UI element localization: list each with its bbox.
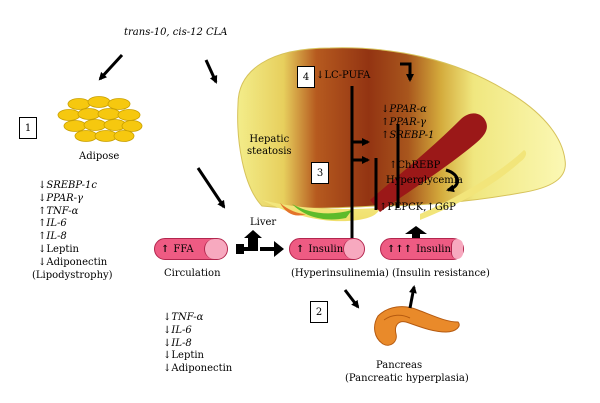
chrebp-label: ↑ChREBP [389, 160, 441, 171]
adipose-effect: ↑TNF-α [38, 205, 79, 217]
adipose-effect: ↓Adiponectin [38, 256, 108, 268]
liver-internal-arrows [350, 62, 414, 238]
adipose-effects: ↓SREBP-1c ↓PPAR-γ ↑TNF-α ↑IL-6 ↑IL-8 ↓Le… [32, 180, 113, 282]
ppar-effect: ↑PPAR-γ [381, 117, 427, 128]
ffa-pill: ↑ FFA [154, 238, 228, 260]
gallbladder-shape [292, 204, 352, 220]
insulin-resistance-label: (Insulin resistance) [392, 268, 490, 279]
ppar-effect: ↑SREBP-1 [381, 130, 435, 141]
ffa-arrow: ↑ [161, 243, 170, 255]
circulation-label: Circulation [164, 268, 221, 279]
box-4: 4 [297, 66, 315, 88]
pancreatic-hyperplasia-label: (Pancreatic hyperplasia) [345, 373, 469, 384]
adipose-effect: ↑IL-8 [38, 231, 67, 243]
circulation-effects: ↓TNF-α ↓IL-6 ↓IL-8 ↓Leptin ↓Adiponectin [163, 312, 232, 376]
box-3: 3 [311, 162, 329, 184]
adipose-effect: ↓SREBP-1c [38, 180, 97, 191]
pancreas-label: Pancreas [376, 360, 423, 371]
adipose-effect: ↓Leptin [38, 243, 79, 255]
block-arrows [236, 226, 427, 257]
ppar-srebp-list: ↓PPAR-α ↑PPAR-γ ↑SREBP-1 [381, 103, 434, 142]
lcpufa-label: ↓LC-PUFA [316, 70, 371, 81]
box-1: 1 [19, 117, 37, 139]
liver-label: Liver [250, 217, 277, 228]
hyperglycemia-label: Hyperglycemia [386, 175, 463, 186]
hepatic-steatosis-label: Hepatic steatosis [247, 134, 292, 158]
circulation-effect: ↓IL-8 [163, 337, 192, 349]
adipose-effect: ↓PPAR-γ [38, 192, 84, 204]
insulin-pill-cap [343, 239, 364, 259]
steatosis-line: steatosis [247, 146, 292, 157]
pepck-label: ↑PEPCK,↑G6P [379, 202, 456, 213]
hyperinsulinemia-pill: ↑ Insulin [289, 238, 365, 260]
pancreas-shape [374, 306, 460, 346]
adipose-cells-shape [57, 96, 143, 142]
insulin-label: Insulin [416, 243, 451, 255]
circulation-effect: ↓Adiponectin [163, 363, 233, 375]
box-2: 2 [310, 301, 328, 323]
ffa-label: FFA [173, 243, 194, 255]
insulin-arrow: ↑ [296, 243, 305, 255]
top-label: trans-10, cis-12 CLA [124, 27, 228, 38]
hyperinsulinemia-label: (Hyperinsulinemia) [291, 268, 389, 279]
steatosis-line: Hepatic [249, 134, 290, 145]
pathway-arrows [98, 53, 417, 309]
adipose-effect: ↑IL-6 [38, 218, 67, 230]
adipose-effect: (Lipodystrophy) [32, 269, 113, 281]
insulin-triple-arrow: ↑↑↑ [387, 243, 413, 255]
circulation-effect: ↓TNF-α [163, 312, 204, 323]
insulin-resistance-pill: ↑↑↑ Insulin [380, 238, 464, 260]
insulin-pill-cap [450, 239, 463, 259]
circulation-effect: ↓IL-6 [163, 324, 192, 336]
ppar-effect: ↓PPAR-α [381, 104, 427, 115]
adipose-label: Adipose [79, 151, 120, 162]
ffa-pill-cap [204, 239, 227, 259]
circulation-effect: ↓Leptin [163, 350, 204, 362]
insulin-label: Insulin [308, 243, 344, 255]
